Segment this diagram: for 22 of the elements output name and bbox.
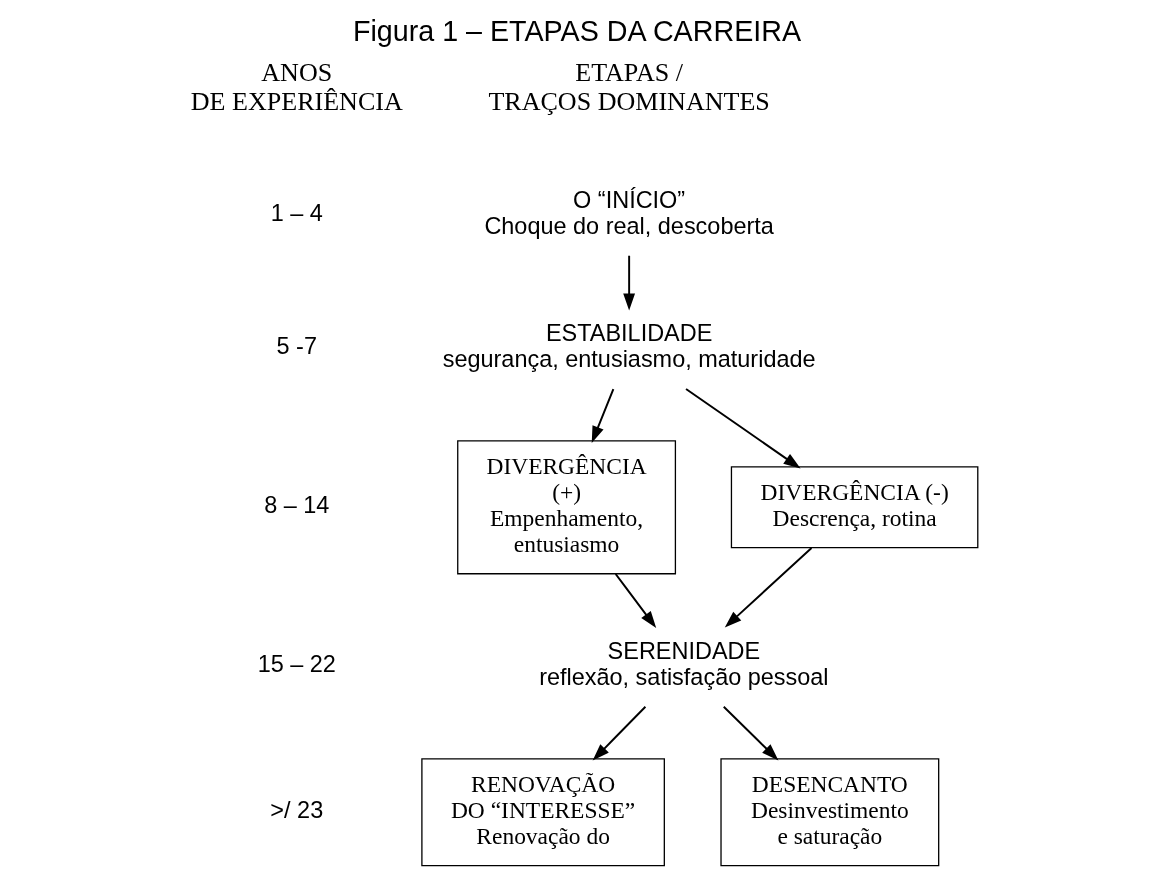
arrow <box>592 705 646 761</box>
label: 15 – 22 <box>257 651 336 678</box>
node-box: DIVERGÊNCIA (-) Descrença, rotina <box>730 466 978 549</box>
arrow <box>684 388 801 469</box>
label: 1 – 4 <box>270 200 323 227</box>
arrow <box>591 388 614 444</box>
node-box: DESENCANTO Desinvestimento e saturação <box>719 758 939 867</box>
node-text: ESTABILIDADE segurança, entusiasmo, maturidade <box>442 319 816 373</box>
diagram-title: Figura 1 – ETAPAS DA CARREIRA <box>352 15 801 48</box>
arrow <box>614 573 656 629</box>
node-text: O “INÍCIO” Choque do real, descoberta <box>483 187 774 240</box>
label: >/ 23 <box>269 797 323 823</box>
node-box: DIVERGÊNCIA (+) Empenhamento, entusiasmo <box>456 440 676 575</box>
label: 8 – 14 <box>263 492 329 519</box>
node-text: SERENIDADE reflexão, satisfação pessoal <box>538 637 829 691</box>
arrow <box>622 254 635 311</box>
arrow <box>724 547 812 628</box>
label: 5 -7 <box>276 333 317 359</box>
label: ANOS DE EXPERIÊNCIA <box>190 58 403 116</box>
arrow <box>722 705 778 761</box>
label: ETAPAS / TRAÇOS DOMINANTES <box>487 58 770 116</box>
node-box: RENOVAÇÃO DO “INTERESSE” Renovação do <box>420 758 665 867</box>
